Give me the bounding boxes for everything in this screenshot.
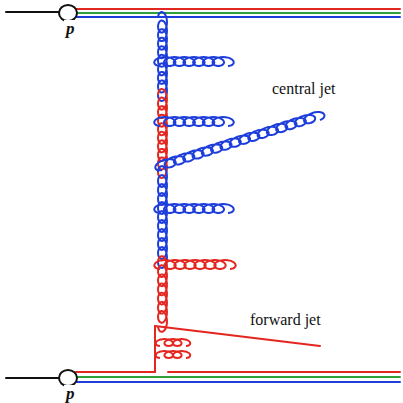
proton-blob	[59, 5, 77, 21]
quark-line	[154, 326, 156, 372]
gluon-line	[155, 112, 324, 170]
quark-line	[76, 371, 155, 373]
gluon-line	[154, 204, 233, 213]
proton-line	[6, 11, 60, 13]
quark-line	[76, 8, 400, 10]
proton-label: p	[64, 20, 77, 39]
forward-jet-line	[155, 326, 320, 346]
gluon-line	[154, 117, 233, 126]
quark-line	[168, 371, 400, 373]
jet-label: central jet	[270, 80, 338, 98]
gluon-line	[154, 57, 233, 66]
jet-label: forward jet	[248, 311, 323, 329]
quark-line	[76, 376, 400, 378]
quark-line	[76, 16, 400, 18]
quark-line	[76, 381, 400, 383]
gluon-line	[156, 351, 190, 358]
proton-blob	[59, 370, 77, 386]
proton-line	[6, 377, 60, 379]
quark-line	[76, 12, 400, 14]
gluon-line	[158, 166, 167, 268]
proton-label: p	[64, 385, 77, 403]
gluon-line	[154, 260, 235, 269]
gluon-line	[156, 339, 190, 346]
